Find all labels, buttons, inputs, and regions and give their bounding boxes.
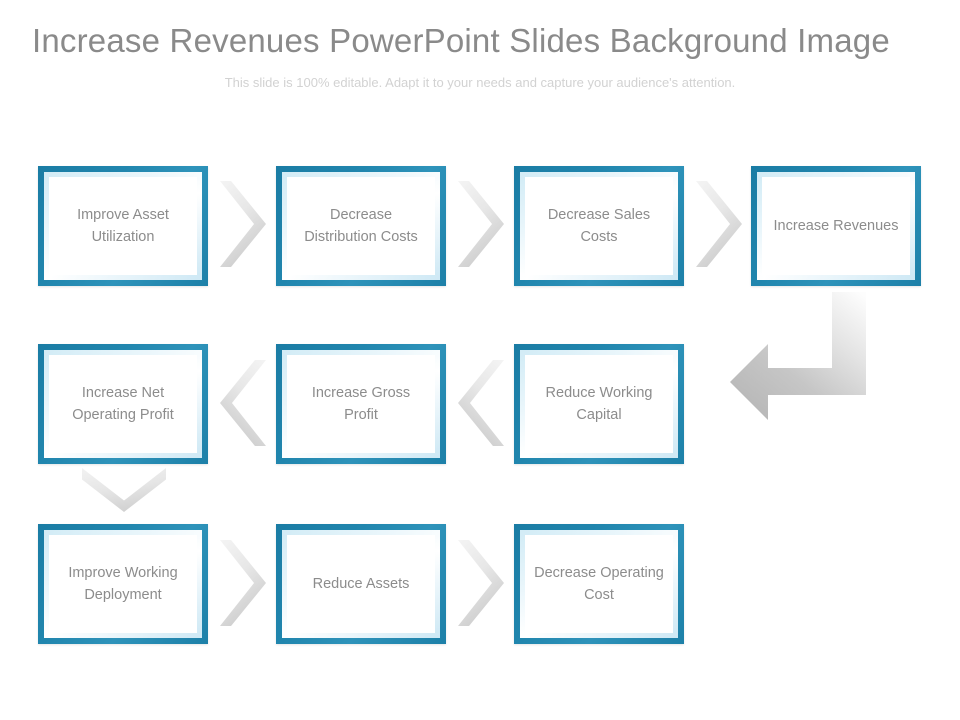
node-body: Improve Working Deployment xyxy=(44,530,202,638)
node-body: Decrease Distribution Costs xyxy=(282,172,440,280)
node-body: Reduce Assets xyxy=(282,530,440,638)
node-decrease-sales-costs[interactable]: Decrease Sales Costs xyxy=(514,166,684,286)
node-increase-net-operating-profit[interactable]: Increase Net Operating Profit xyxy=(38,344,208,464)
chevron-right-icon xyxy=(220,540,266,626)
node-decrease-operating-cost[interactable]: Decrease Operating Cost xyxy=(514,524,684,644)
node-reduce-assets[interactable]: Reduce Assets xyxy=(276,524,446,644)
chevron-right-icon xyxy=(458,181,504,267)
node-improve-working-deployment[interactable]: Improve Working Deployment xyxy=(38,524,208,644)
chevron-down-icon xyxy=(82,468,166,512)
node-label: Reduce Working Capital xyxy=(545,385,653,423)
node-body: Reduce Working Capital xyxy=(520,350,678,458)
node-label: Improve Working Deployment xyxy=(68,565,178,603)
node-increase-gross-profit[interactable]: Increase Gross Profit xyxy=(276,344,446,464)
node-increase-revenues[interactable]: Increase Revenues xyxy=(751,166,921,286)
chevron-left-icon xyxy=(220,360,266,446)
node-body: Decrease Sales Costs xyxy=(520,172,678,280)
node-body: Decrease Operating Cost xyxy=(520,530,678,638)
chevron-right-icon xyxy=(696,181,742,267)
node-label: Increase Net Operating Profit xyxy=(72,385,174,423)
chevron-left-icon xyxy=(458,360,504,446)
node-body: Increase Revenues xyxy=(757,172,915,280)
node-reduce-working-capital[interactable]: Reduce Working Capital xyxy=(514,344,684,464)
node-body: Increase Gross Profit xyxy=(282,350,440,458)
node-body: Increase Net Operating Profit xyxy=(44,350,202,458)
node-improve-asset-utilization[interactable]: Improve Asset Utilization xyxy=(38,166,208,286)
node-label: Increase Gross Profit xyxy=(311,385,411,423)
chevron-right-icon xyxy=(220,181,266,267)
node-label: Decrease Distribution Costs xyxy=(304,207,418,245)
node-decrease-distribution-costs[interactable]: Decrease Distribution Costs xyxy=(276,166,446,286)
page-subtitle: This slide is 100% editable. Adapt it to… xyxy=(224,75,736,90)
node-label: Increase Revenues xyxy=(773,218,899,234)
node-body: Improve Asset Utilization xyxy=(44,172,202,280)
page-title: Increase Revenues PowerPoint Slides Back… xyxy=(32,22,890,59)
node-label: Decrease Sales Costs xyxy=(547,207,651,245)
elbow-arrow-left-icon xyxy=(728,292,888,432)
chevron-right-icon xyxy=(458,540,504,626)
node-label: Decrease Operating Cost xyxy=(534,565,664,603)
node-label: Reduce Assets xyxy=(312,576,410,592)
node-label: Improve Asset Utilization xyxy=(77,207,169,245)
